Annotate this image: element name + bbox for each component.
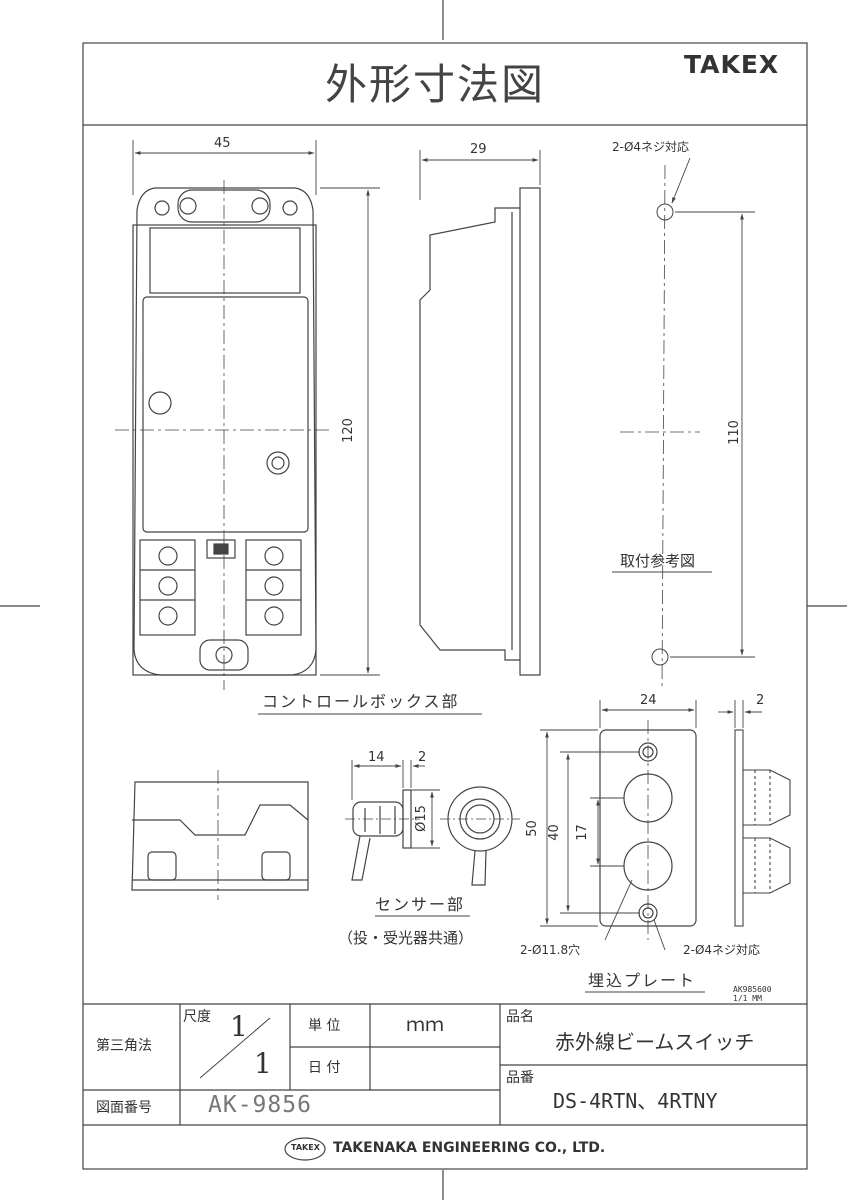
label-control-box: コントロールボックス部: [262, 692, 460, 711]
mounting-reference: [620, 157, 755, 691]
drawing-number-label: 図面番号: [96, 1100, 152, 1116]
projection-method: 第三角法: [96, 1038, 152, 1054]
scale-label: 尺度: [183, 1009, 211, 1025]
stamp-line-1: AK985600: [733, 985, 772, 994]
stamp-line-2: 1/1 MM: [733, 994, 762, 1003]
dim-plate-thickness: 2: [756, 693, 765, 708]
drawing-title: 外形寸法図: [325, 60, 546, 109]
dim-plate-screw-note: 2-Ø4ネジ対応: [683, 943, 761, 957]
sensor-drawing: [345, 786, 520, 886]
dim-sensor-length: 14: [368, 750, 385, 765]
product-number: DS-4RTN、4RTNY: [553, 1089, 718, 1113]
unit-value: ｍｍ: [406, 1014, 445, 1036]
control-box-front-view: [115, 180, 330, 690]
scale-denominator: 1: [254, 1047, 272, 1080]
company-logo: TAKEX: [291, 1143, 320, 1152]
label-sensor: センサー部: [375, 895, 466, 914]
dim-control-height: 120: [340, 418, 356, 443]
label-embed-plate: 埋込プレート: [588, 971, 697, 990]
dim-plate-inner: 40: [546, 824, 562, 841]
drawing-number: AK-9856: [208, 1092, 312, 1118]
dim-side-depth: 29: [470, 142, 487, 157]
dim-mount-hole-note: 2-Ø4ネジ対応: [612, 140, 690, 154]
unit-label: 単 位: [308, 1018, 341, 1034]
control-box-bottom-view: [131, 770, 309, 900]
dim-plate-hole-pitch: 17: [574, 824, 590, 841]
dim-plate-height: 50: [524, 820, 540, 837]
embed-plate-front-view: [599, 720, 697, 940]
company-name: TAKENAKA ENGINEERING CO., LTD.: [333, 1140, 606, 1156]
dim-sensor-flange: 2: [418, 750, 427, 765]
brand-logo-text: TAKEX: [684, 50, 780, 79]
dim-control-width: 45: [214, 136, 231, 151]
title-block-grid: [83, 1003, 807, 1161]
dim-mount-pitch: 110: [726, 420, 742, 445]
dim-plate-hole-note: 2-Ø11.8穴: [520, 943, 581, 957]
product-name-label: 品名: [506, 1009, 534, 1025]
control-box-side-view: [419, 187, 541, 676]
product-name: 赤外線ビームスイッチ: [555, 1030, 755, 1054]
label-sensor-sub: （投・受光器共通）: [338, 929, 474, 947]
dim-sensor-diameter: Ø15: [413, 805, 429, 832]
dim-plate-width: 24: [640, 693, 657, 708]
product-number-label: 品番: [506, 1070, 534, 1086]
date-label: 日 付: [308, 1060, 341, 1076]
label-mount-reference: 取付参考図: [620, 552, 696, 570]
embed-plate-side-view: [734, 729, 791, 927]
scale-numerator: 1: [230, 1010, 248, 1043]
